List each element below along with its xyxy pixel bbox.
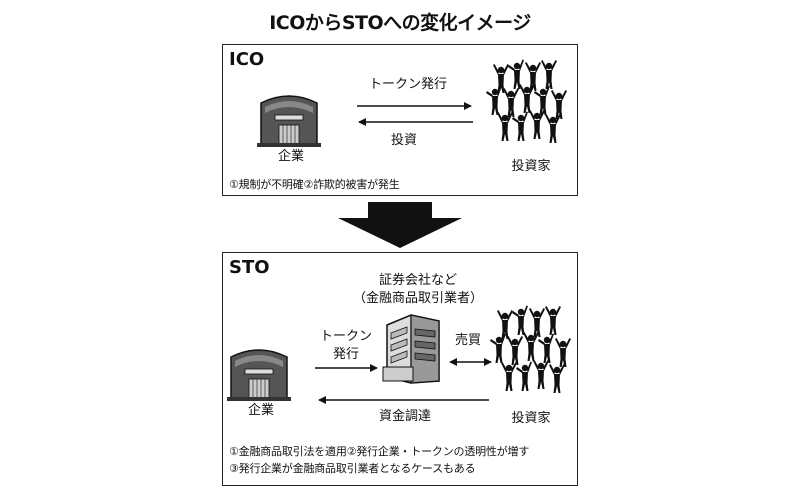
sto-intermediary-line1: 証券会社など: [378, 273, 457, 288]
sto-note-2: ③発行企業が金融商品取引業者となるケースもある: [229, 462, 476, 475]
sto-company-building-icon: [226, 349, 292, 402]
ico-arrow-left: [358, 118, 473, 126]
sto-note-1: ①金融商品取引法を適用②発行企業・トークンの透明性が増す: [229, 445, 530, 458]
ico-investment-label: 投資: [391, 133, 418, 148]
sto-investors-crowd-icon: [490, 305, 571, 393]
page-title: ICOからSTOへの変化イメージ: [269, 12, 531, 34]
sto-investors-label: 投資家: [511, 411, 551, 426]
ico-investors-crowd-icon: [486, 59, 567, 143]
ico-investors-label: 投資家: [511, 159, 551, 174]
transition-down-arrow-icon: [338, 202, 462, 248]
sto-arrow-to-intermediary: [315, 364, 378, 372]
sto-panel: STO 証券会社など （金融商品取引業者） 企業 トークン 発行 売買: [222, 252, 578, 486]
sto-funding-label: 資金調達: [379, 409, 432, 424]
ico-company-building-icon: [256, 95, 322, 148]
sto-token-label-line1: トークン: [319, 329, 372, 344]
ico-arrow-right: [357, 102, 472, 110]
ico-token-issue-label: トークン発行: [369, 77, 448, 92]
sto-trade-double-arrow: [449, 358, 492, 366]
sto-arrow-to-company: [318, 396, 489, 404]
ico-label: ICO: [229, 49, 265, 70]
ico-panel: ICO 企業 トークン発行 投資 投資家 ①規制が不明確②詐欺的被害が発生: [222, 44, 578, 196]
sto-intermediary-line2: （金融商品取引業者）: [352, 291, 483, 306]
sto-trade-label: 売買: [455, 333, 482, 348]
sto-label: STO: [229, 257, 270, 278]
sto-token-label-line2: 発行: [332, 347, 359, 362]
ico-company-label: 企業: [277, 149, 304, 164]
sto-intermediary-building-icon: [382, 314, 440, 384]
ico-note: ①規制が不明確②詐欺的被害が発生: [229, 178, 400, 191]
sto-company-label: 企業: [247, 403, 274, 418]
